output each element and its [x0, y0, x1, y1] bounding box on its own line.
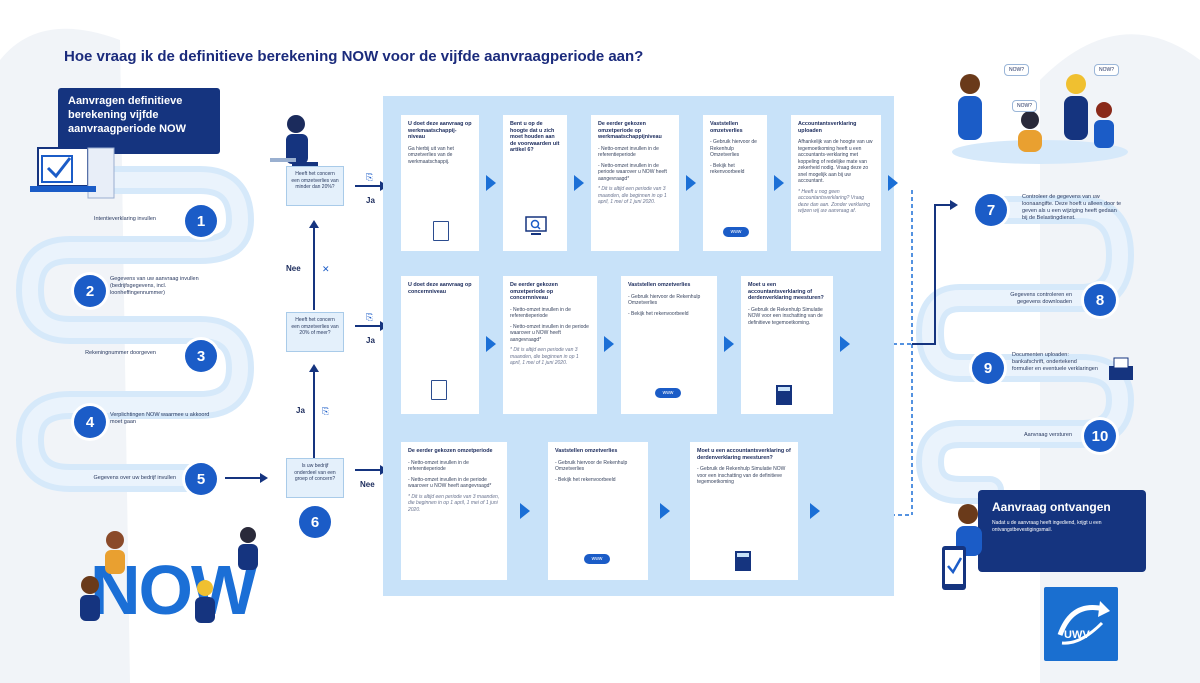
card-row1-4: Vaststellen omzetverlies- Gebruik hiervo… [703, 115, 767, 251]
document-icon: ⎘ [322, 406, 330, 416]
laptop-checkbox-icon [30, 147, 115, 199]
step-3-label: Rekeningnummer doorgeven [85, 350, 156, 356]
step-8-number: 8 [1084, 284, 1116, 316]
people-illustration [80, 527, 258, 623]
arrow-right-icon [574, 175, 584, 191]
label-ja-vertical: Ja [296, 406, 305, 415]
upload-tray-icon [1109, 357, 1133, 380]
label-ja-row2: Ja [366, 336, 375, 345]
speech-bubble: NOW? [1004, 64, 1029, 76]
step-2-label: Gegevens van uw aanvraag invullen (bedri… [110, 276, 199, 296]
card-row3-3: Moet u een accountantsverklaring of derd… [690, 442, 798, 580]
card-row1-2: Bent u op de hoogte dat u zich moet houd… [503, 115, 567, 251]
arrow-right-icon [686, 175, 696, 191]
step-10-label: Aanvraag versturen [1024, 432, 1072, 438]
monitor-search-icon [525, 216, 547, 235]
card-row3-1: De eerder gekozen omzetperiode- Netto-om… [401, 442, 507, 580]
uwv-logo-text: UWV [1064, 629, 1090, 641]
step-6-number: 6 [299, 506, 331, 538]
card-row2-3: Vaststellen omzetverlies- Gebruik hiervo… [621, 276, 717, 414]
arrow-right-icon [724, 336, 734, 352]
left-header-box: Aanvragen definitieve berekening vijfde … [58, 88, 220, 154]
received-text: Nadat u de aanvraag heeft ingediend, kri… [992, 520, 1102, 533]
document-person-icon [433, 221, 449, 241]
label-ja-row1: Ja [366, 196, 375, 205]
arrow-right-icon [774, 175, 784, 191]
arrow-right-icon [486, 175, 496, 191]
question-concern-less-20: Heeft het concern een omzetverlies van m… [286, 166, 344, 206]
label-nee-vertical: Nee [286, 264, 301, 273]
www-icon: www [723, 227, 749, 237]
card-row2-1: U doet deze aanvraag op concernniveau [401, 276, 479, 414]
calculator-icon [776, 385, 792, 405]
close-icon: ✕ [322, 264, 330, 274]
step-8-label: Gegevens controleren en gegevens downloa… [1010, 292, 1072, 305]
uwv-logo-mark [1057, 601, 1110, 645]
arrow-right-icon [840, 336, 850, 352]
step-5-number: 5 [185, 463, 217, 495]
arrow-right-icon [810, 503, 820, 519]
card-row3-2: Vaststellen omzetverlies- Gebruik hiervo… [548, 442, 648, 580]
step-10-number: 10 [1084, 420, 1116, 452]
step-4-label: Verplichtingen NOW waarmee u akkoord moe… [110, 412, 210, 425]
arrow-right-icon [660, 503, 670, 519]
received-title: Aanvraag ontvangen [992, 500, 1111, 514]
step-7-number: 7 [975, 194, 1007, 226]
people-headset-illustration [952, 74, 1128, 164]
arrow-right-icon [888, 175, 898, 191]
arrow-right-icon [604, 336, 614, 352]
step-1-label: Intentieverklaring invullen [93, 216, 156, 222]
speech-bubble: NOW? [1094, 64, 1119, 76]
step-9-label: Documenten uploaden: bankafschrift, onde… [1012, 352, 1098, 372]
document-person-icon [431, 380, 447, 400]
step-1-number: 1 [185, 205, 217, 237]
uwv-logo: UWV [1044, 587, 1118, 661]
calculator-icon [735, 551, 751, 571]
arrow-right-icon [520, 503, 530, 519]
speech-bubble: NOW? [1012, 100, 1037, 112]
step-3-number: 3 [185, 340, 217, 372]
step-7-label: Controleer de gegevens van uw loonaangif… [1022, 194, 1122, 221]
card-row2-4: Moet u een accountantsverklaring of derd… [741, 276, 833, 414]
step-9-number: 9 [972, 352, 1004, 384]
question-concern-20-more: Heeft het concern een omzetverlies van 2… [286, 312, 344, 352]
arrow-right-icon [486, 336, 496, 352]
step-2-number: 2 [74, 275, 106, 307]
document-icon: ⎘ [366, 172, 374, 182]
step-5-label: Gegevens over uw bedrijf invullen [93, 475, 176, 481]
document-icon: ⎘ [366, 312, 374, 322]
step-4-number: 4 [74, 406, 106, 438]
card-row1-1: U doet deze aanvraag op werkmaatschappij… [401, 115, 479, 251]
question-group-or-concern: Is uw bedrijf onderdeel van een groep of… [286, 458, 344, 498]
received-box: Aanvraag ontvangen Nadat u de aanvraag h… [978, 490, 1146, 572]
www-icon: www [655, 388, 681, 398]
page-title: Hoe vraag ik de definitieve berekening N… [64, 48, 644, 65]
card-row2-2: De eerder gekozen omzetperiode op concer… [503, 276, 597, 414]
card-row1-3: De eerder gekozen omzetperiode op werkma… [591, 115, 679, 251]
person-phone-illustration [942, 504, 982, 590]
label-nee-row3: Nee [360, 480, 375, 489]
www-icon: www [584, 554, 610, 564]
